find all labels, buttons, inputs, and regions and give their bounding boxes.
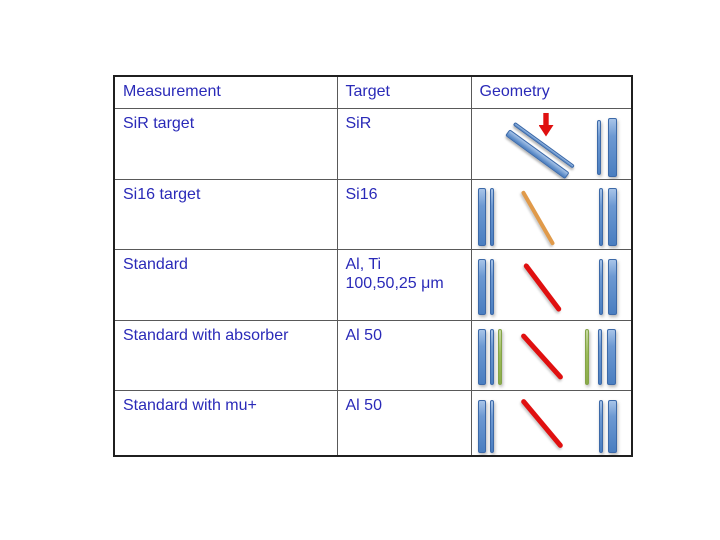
detector-bar-icon [489,399,494,453]
detector-bar-icon [607,399,617,453]
geometry-cell [470,107,633,180]
detector-bar-icon [489,328,494,385]
table-row: Si16 target Si16 [113,178,633,250]
header-row: Measurement Target Geometry [113,75,633,109]
detector-bar-icon [598,399,603,453]
geometry-scene-sir [472,109,631,178]
header-geometry: Geometry [470,75,633,109]
target-cell: Al 50 [336,319,472,391]
geometry-scene-muplus [472,391,631,455]
particle-track-icon [519,332,564,380]
measurement-cell: Standard with mu+ [113,389,338,457]
detector-bar-icon [489,187,494,246]
detector-bar-icon [477,258,486,315]
geometry-cell [470,248,633,321]
header-target: Target [336,75,472,109]
geometry-cell [470,178,633,250]
target-cell: SiR [336,107,472,180]
measurement-cell: Si16 target [113,178,338,250]
particle-track-icon [519,397,564,449]
detector-bar-icon [607,258,617,315]
detector-bar-icon [598,187,603,246]
detector-bar-icon [607,117,617,177]
header-measurement: Measurement [113,75,338,109]
detector-bar-icon [477,399,486,453]
measurement-cell: SiR target [113,107,338,180]
particle-track-icon [522,261,562,313]
geometry-scene-si16 [472,180,631,248]
detector-bar-icon [598,258,603,315]
measurement-cell: Standard [113,248,338,321]
beam-arrow-icon [538,112,554,137]
geometry-scene-absorber [472,321,631,389]
table-row: Standard with absorber Al 50 [113,319,633,391]
detector-bar-icon [477,328,486,385]
detector-bar-icon [596,119,601,175]
geometry-cell [470,389,633,457]
target-cell: Si16 [336,178,472,250]
target-line: 100,50,25 μm [345,275,444,293]
detector-bar-icon [597,328,602,385]
measurement-cell: Standard with absorber [113,319,338,391]
particle-track-icon [520,189,555,246]
table-row: Standard with mu+ Al 50 [113,389,633,457]
target-line: Al, Ti [345,255,382,273]
absorber-bar-icon [497,328,502,385]
geometry-scene-standard [472,250,631,319]
tilted-target-icon [504,121,575,178]
table-row: Standard Al, Ti 100,50,25 μm [113,248,633,321]
detector-bar-icon [606,328,616,385]
detector-bar-icon [607,187,617,246]
geometry-cell [470,319,633,391]
target-cell: Al, Ti 100,50,25 μm [336,248,472,321]
target-cell: Al 50 [336,389,472,457]
detector-bar-icon [477,187,486,246]
table-row: SiR target SiR [113,107,633,180]
absorber-bar-icon [584,328,589,385]
measurement-table: Measurement Target Geometry SiR target S… [113,75,633,457]
detector-bar-icon [489,258,494,315]
